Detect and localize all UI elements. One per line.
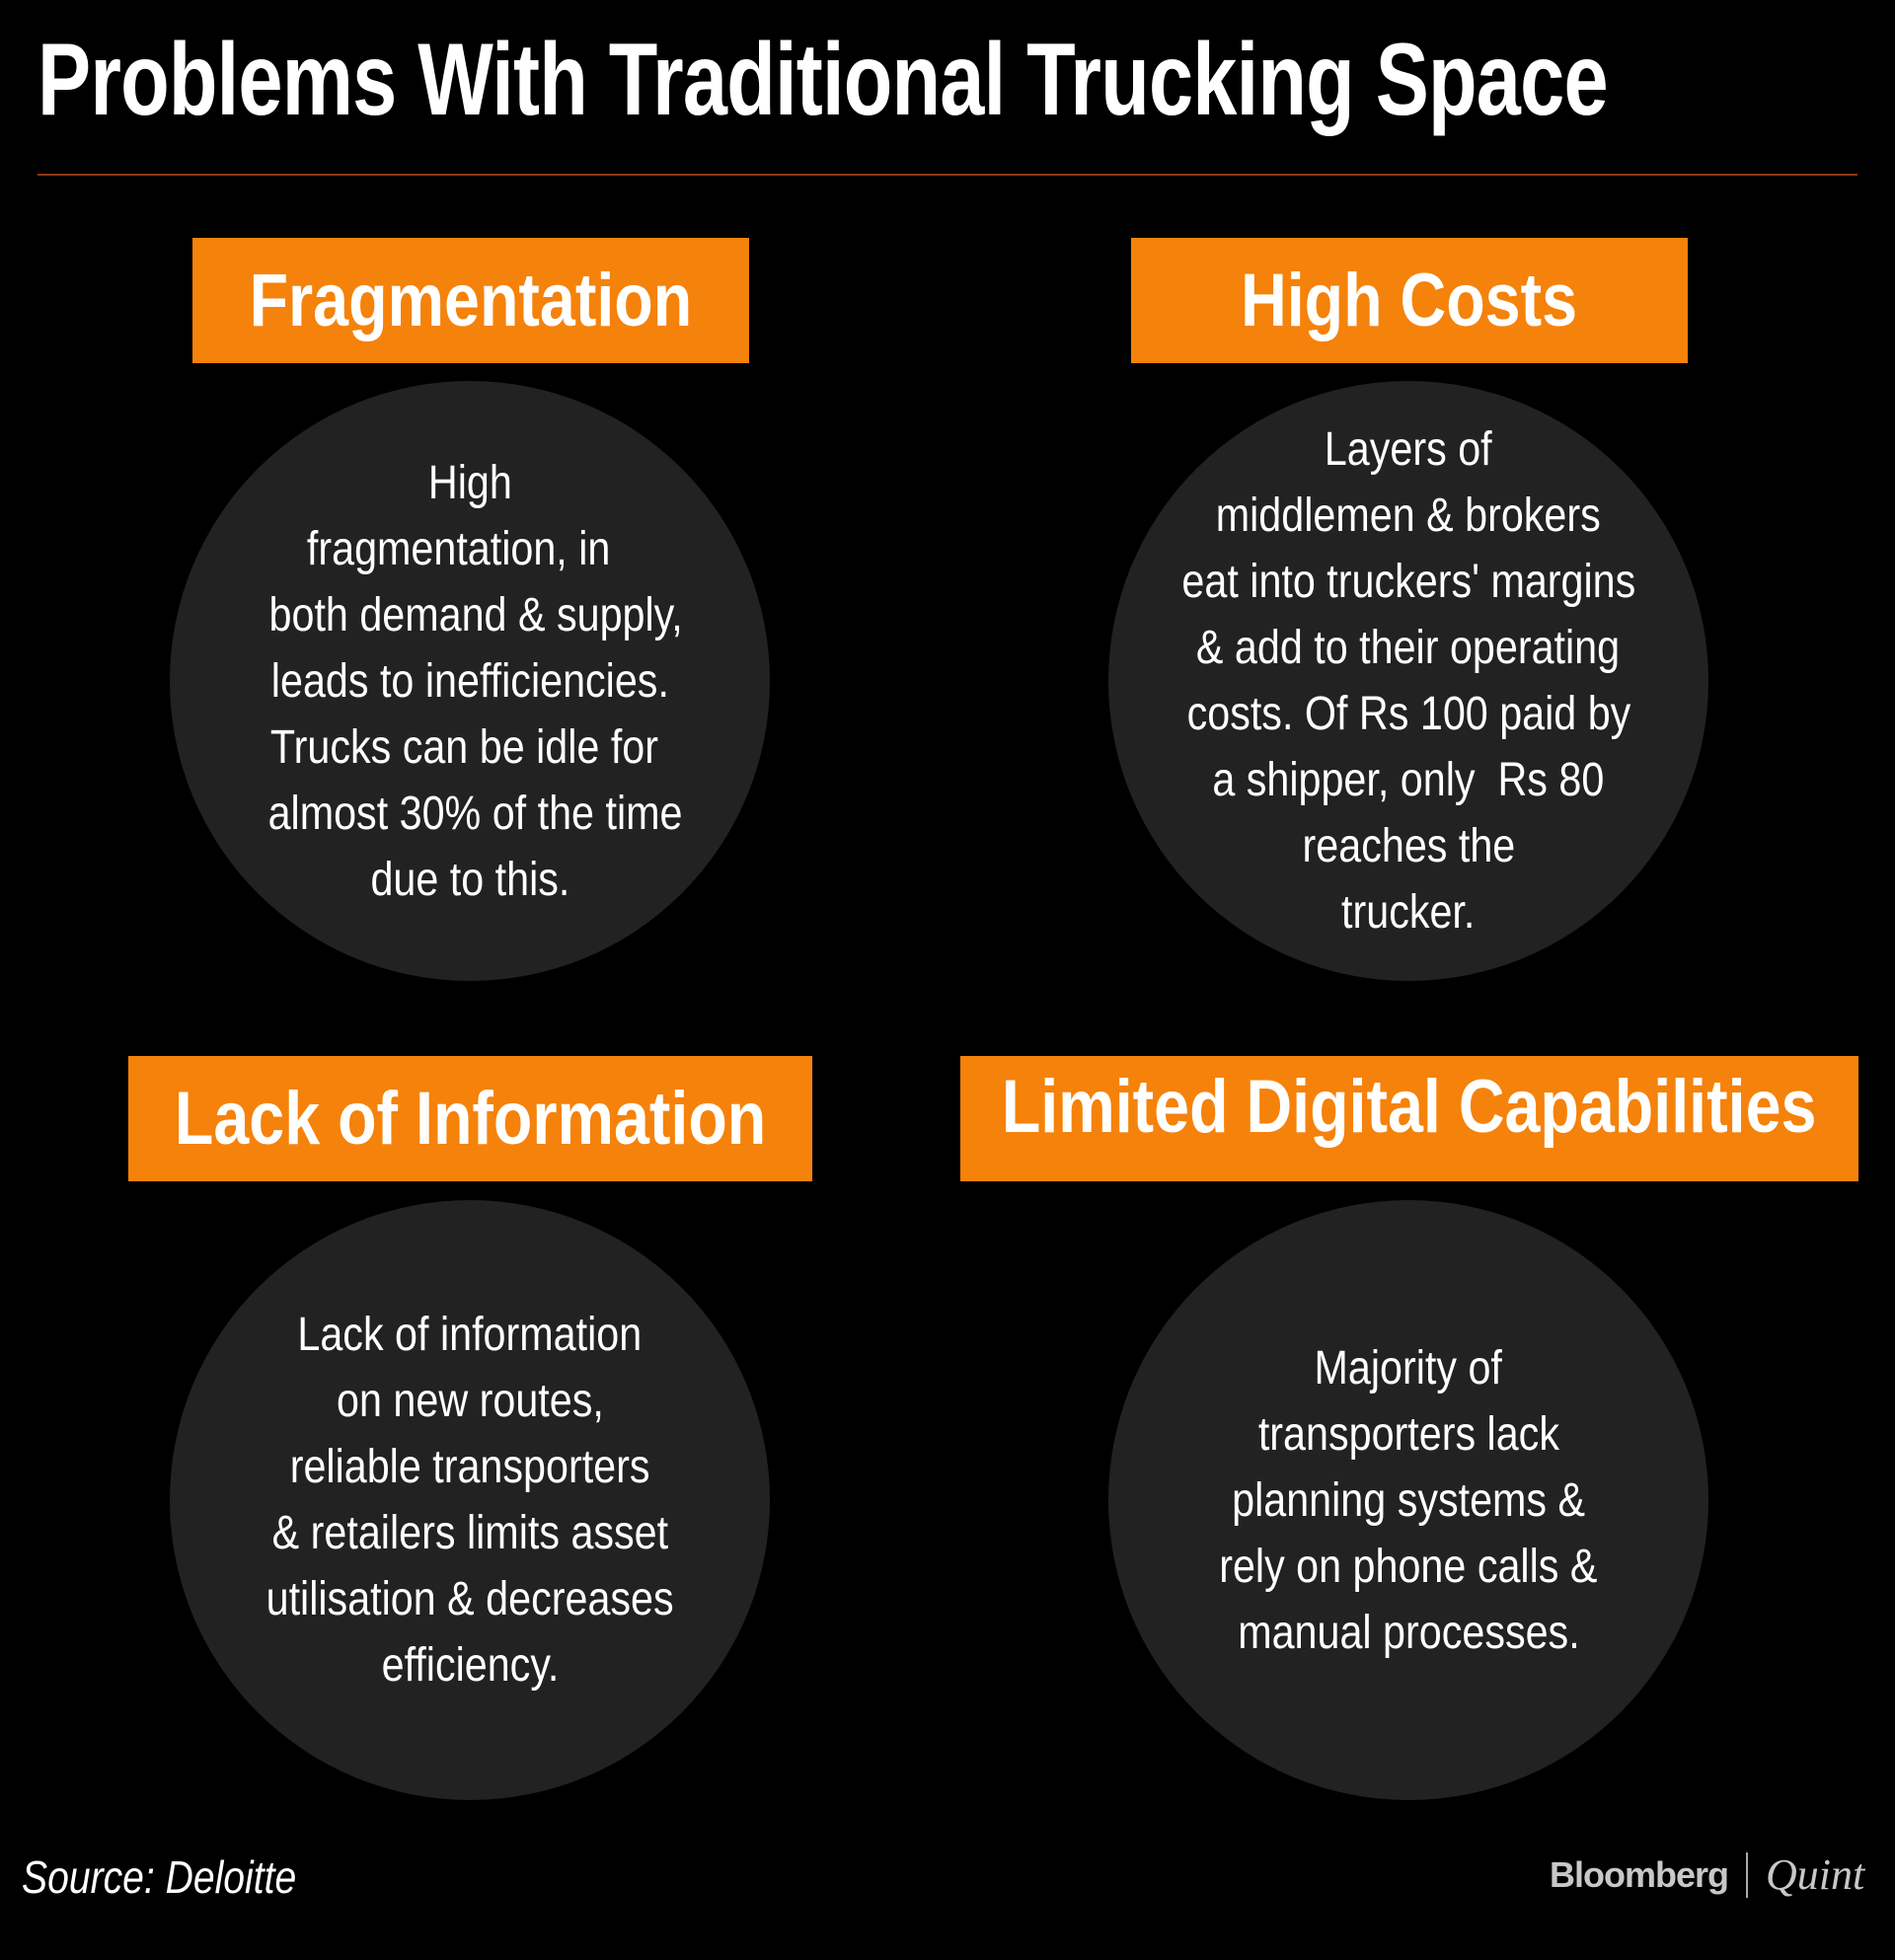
body-line: fragmentation, in: [306, 522, 634, 575]
body-line: almost 30% of the time: [257, 787, 683, 840]
logo-quint: Quint: [1766, 1850, 1865, 1899]
divider: [38, 174, 1857, 176]
logo-separator: [1746, 1851, 1749, 1898]
source-note: Source: Deloitte: [22, 1851, 297, 1903]
circle-lack-of-information: Lack of information on new routes, reliabl…: [170, 1200, 770, 1800]
body-line: Lack of information: [297, 1309, 643, 1361]
body-line: utilisation & decreases: [265, 1573, 674, 1625]
body-line: manual processes.: [1237, 1606, 1580, 1659]
body-line: rely on phone calls &: [1219, 1540, 1598, 1593]
heading-text: Lack of Information: [174, 1077, 767, 1161]
body-line: middlemen & brokers: [1215, 490, 1602, 542]
body-line: & add to their operating: [1196, 622, 1621, 674]
body-line: a shipper, only Rs 80: [1212, 754, 1605, 806]
body-line: costs. Of Rs 100 paid by: [1186, 688, 1630, 740]
heading-limited-digital: Limited Digital Capabilities: [960, 1056, 1858, 1181]
circle-fragmentation: High fragmentation, in both demand & supp…: [170, 381, 770, 981]
body-line: Majority of: [1314, 1341, 1503, 1395]
body-line: transporters lack: [1257, 1407, 1559, 1461]
circle-limited-digital: Majority of transporters lack planning sys…: [1108, 1200, 1708, 1800]
heading-lack-of-information: Lack of Information: [128, 1056, 812, 1181]
body-line: Trucks can be idle for: [269, 720, 670, 774]
logo-bloomberg: Bloomberg: [1550, 1853, 1729, 1895]
body-line: eat into truckers' margins: [1181, 556, 1635, 608]
body-line: Layers of: [1325, 423, 1492, 476]
body-line: reliable transporters: [289, 1441, 650, 1493]
circle-high-costs: Layers of middlemen & brokers eat into tru…: [1108, 381, 1708, 981]
body-line: reaches the: [1302, 820, 1515, 872]
body-line: due to this.: [370, 853, 569, 906]
heading-text: High Costs: [1241, 259, 1578, 342]
heading-fragmentation: Fragmentation: [192, 238, 749, 363]
body-line: leads to inefficiencies.: [270, 654, 669, 708]
body-line: both demand & supply,: [257, 588, 683, 641]
heading-high-costs: High Costs: [1131, 238, 1688, 363]
page-title: Problems With Traditional Trucking Space: [38, 23, 1609, 137]
body-line: on new routes,: [336, 1375, 604, 1427]
body-line: efficiency.: [381, 1639, 559, 1692]
heading-text: Limited Digital Capabilities: [1002, 1065, 1817, 1149]
body-line: & retailers limits asset: [271, 1507, 668, 1559]
bloomberg-quint-logo: Bloomberg Quint: [1550, 1849, 1864, 1900]
body-line: planning systems &: [1232, 1473, 1585, 1527]
heading-text: Fragmentation: [249, 259, 693, 342]
body-line: trucker.: [1341, 886, 1476, 939]
body-line: High: [427, 456, 512, 509]
